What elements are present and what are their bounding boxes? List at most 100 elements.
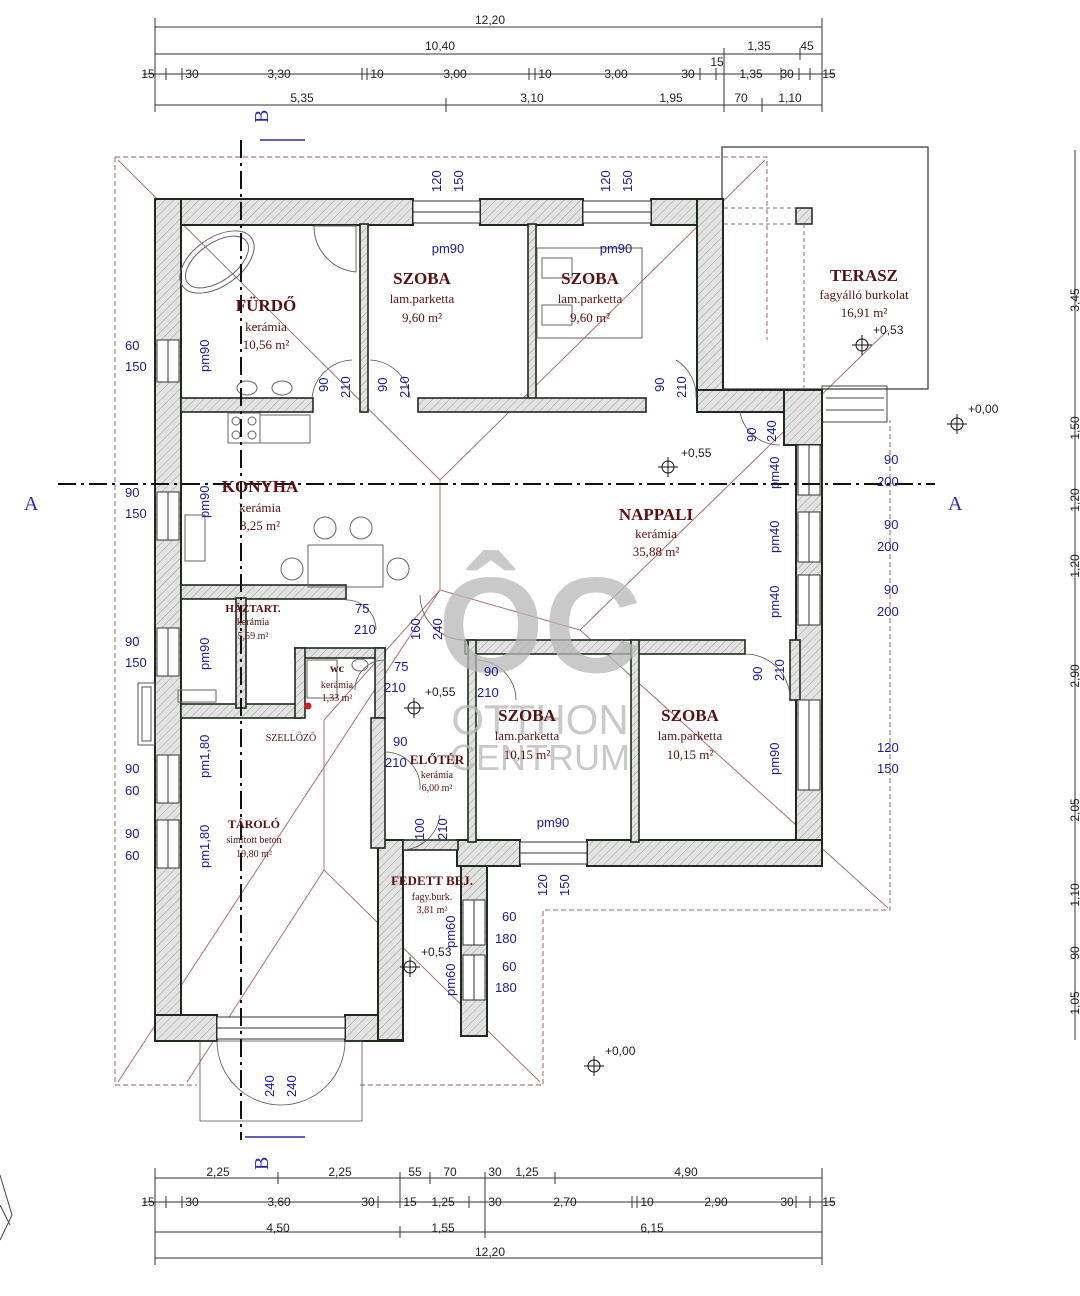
opening-text: 60 [125, 783, 139, 798]
opening-text: pm40 [767, 456, 782, 489]
opening-text: 150 [451, 170, 466, 192]
room-floor: lam.parketta [558, 291, 623, 306]
opening-text: 180 [495, 931, 517, 946]
room-fedett: FEDETT BEJ. fagy.burk. 3,81 m² [391, 873, 473, 916]
opening-text: 60 [502, 909, 516, 924]
opening-text: 150 [557, 874, 572, 896]
dim-bottom-r2: 15 [822, 1195, 836, 1209]
room-konyha: KONYHA kerámia 8,25 m² [222, 477, 299, 533]
room-nappali: NAPPALI kerámia 35,88 m² [619, 505, 694, 559]
top-dimension-texts: 12,20 10,40 1,35 45 15 30 3,30 10 3,00 1… [141, 13, 836, 105]
opening-text: 90 [375, 378, 390, 392]
dim-top-r4: 3,10 [520, 91, 544, 105]
room-name: ELŐTÉR [410, 752, 465, 767]
opening-text: 150 [877, 761, 899, 776]
opening-text: 210 [338, 376, 353, 398]
room-floor: kerámia [635, 526, 677, 541]
opening-text: 100 [412, 818, 427, 840]
level-text: +0,00 [605, 1044, 636, 1058]
opening-text: 120 [598, 170, 613, 192]
opening-text: 90 [884, 452, 898, 467]
dim-top-r3: 3,30 [267, 67, 291, 81]
opening-text: pm40 [767, 585, 782, 618]
opening-text: 210 [477, 685, 499, 700]
north-arrow-fragment [0, 1174, 13, 1241]
room-area: 10,56 m² [243, 337, 290, 352]
dim-bottom-r1: 70 [443, 1165, 457, 1179]
watermark-logo: ÔC [438, 549, 642, 701]
room-floor: kerámia [421, 770, 454, 781]
level-texts: +0,53 +0,00 +0,55 +0,55 +0,53 +0,00 [421, 323, 999, 1058]
opening-text: 90 [484, 664, 498, 679]
level-text: +0,53 [421, 945, 452, 959]
opening-text: 120 [877, 740, 899, 755]
dim-right: 2,05 [1068, 798, 1080, 822]
dim-bottom-r2: 2,90 [704, 1195, 728, 1209]
bottom-dimensions [143, 1168, 835, 1265]
dim-bottom-r2: 15 [403, 1195, 417, 1209]
dim-top-r4: 1,10 [778, 91, 802, 105]
room-area: 5,59 m² [238, 631, 269, 642]
opening-text: 150 [125, 506, 147, 521]
opening-text: 210 [772, 659, 787, 681]
dim-top-r3: 30 [681, 67, 695, 81]
room-eloter: ELŐTÉR kerámia 6,00 m² [410, 752, 465, 794]
dim-bottom-r2: 2,70 [553, 1195, 577, 1209]
dim-top-r3: 10 [370, 67, 384, 81]
opening-text: 210 [435, 818, 450, 840]
level-text: +0,53 [873, 323, 904, 337]
room-floor: lam.parketta [390, 291, 455, 306]
room-floor: simított beton [226, 835, 281, 846]
dim-right: 1,10 [1068, 883, 1080, 907]
room-area: 9,60 m² [402, 310, 442, 325]
dim-right: 1,20 [1068, 554, 1080, 578]
vent-box [137, 682, 156, 746]
room-area: 6,00 m² [422, 783, 453, 794]
windows [156, 200, 821, 1040]
room-area: 1,33 m² [322, 693, 353, 704]
room-name: wc [330, 661, 345, 675]
opening-text: 90 [125, 634, 139, 649]
opening-text: 210 [397, 376, 412, 398]
room-floor: lam.parketta [658, 728, 723, 743]
opening-text: 60 [125, 848, 139, 863]
dim-top-r3: 15 [141, 67, 155, 81]
dim-right: 1,05 [1068, 991, 1080, 1015]
opening-text: 160 [408, 618, 423, 640]
room-wc: wc kerámia 1,33 m² [321, 661, 354, 704]
room-floor: kerámia [237, 617, 270, 628]
opening-text: 90 [744, 428, 759, 442]
dim-bottom-r1: 2,25 [328, 1165, 352, 1179]
room-area: 10,15 m² [504, 747, 551, 762]
dim-top-r2: 1,35 [747, 39, 771, 53]
room-szoba3: SZOBA lam.parketta 10,15 m² [495, 706, 560, 762]
opening-text: pm60 [443, 963, 458, 996]
dim-bottom-r1: 55 [408, 1165, 422, 1179]
dim-top-r4: 1,95 [659, 91, 683, 105]
dim-bottom-r3: 4,50 [266, 1221, 290, 1235]
opening-text: pm90 [197, 485, 212, 518]
dim-bottom-overall: 12,20 [475, 1245, 505, 1259]
room-area: 16,91 m² [841, 305, 888, 320]
level-markers [304, 335, 967, 1076]
dim-bottom-r2: 30 [780, 1195, 794, 1209]
dim-top-r3: 3,00 [604, 67, 628, 81]
opening-text: 90 [125, 485, 139, 500]
dim-top-r3: 15 [710, 55, 724, 69]
opening-text: 75 [355, 601, 369, 616]
opening-text: 150 [125, 655, 147, 670]
opening-text: pm1,80 [197, 825, 212, 868]
opening-text: 200 [877, 604, 899, 619]
level-text: +0,55 [425, 685, 456, 699]
opening-text: 90 [125, 826, 139, 841]
opening-text: 210 [384, 680, 406, 695]
opening-text: 60 [125, 338, 139, 353]
dim-top-r4: 70 [734, 91, 748, 105]
room-name: HÁZTART. [225, 603, 280, 615]
door-swings [199, 359, 791, 1122]
dim-bottom-r2: 30 [185, 1195, 199, 1209]
opening-text: 90 [125, 761, 139, 776]
dim-bottom-r1: 1,25 [515, 1165, 539, 1179]
opening-text: 90 [884, 517, 898, 532]
dim-right: 3,45 [1068, 288, 1080, 312]
